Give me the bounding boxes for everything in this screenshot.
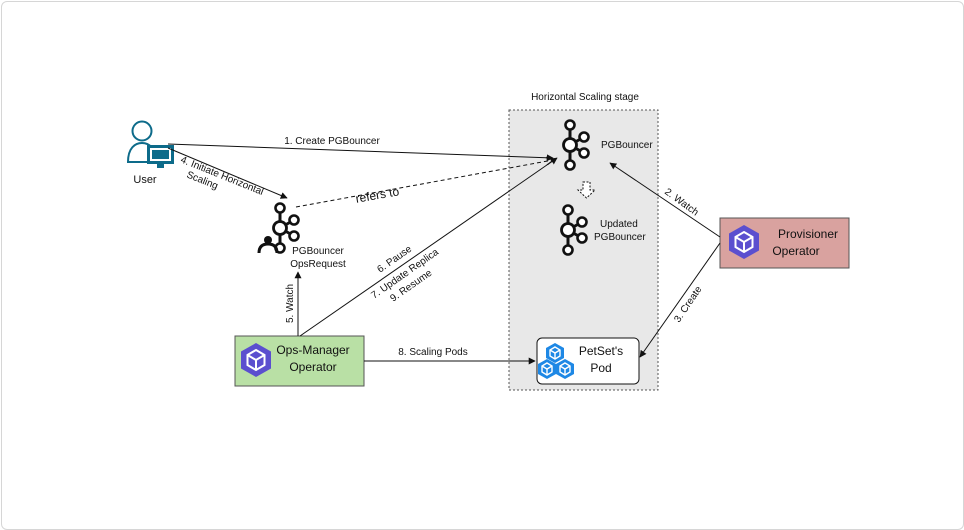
edge-scaling-pods-label: 8. Scaling Pods	[398, 347, 468, 358]
pgbouncer-label: PGBouncer	[601, 140, 653, 151]
petset-pod-label-line1: PetSet's	[579, 344, 623, 358]
user-icon	[126, 120, 174, 168]
opsrequest-label-line1: PGBouncer	[292, 246, 344, 257]
edge-refers-to-label: refers to	[354, 184, 400, 205]
edge-watch-2	[609, 162, 721, 238]
provisioner-label-line1: Provisioner	[778, 227, 838, 241]
ops-manager-label-line1: Ops-Manager	[276, 343, 349, 357]
petset-pod-label-line2: Pod	[590, 361, 611, 375]
edge-create-pgbouncer-label: 1. Create PGBouncer	[284, 136, 380, 147]
edge-watch-5-label: 5. Watch	[285, 284, 296, 323]
edge-refers-to	[295, 160, 553, 208]
edge-update-replica	[299, 157, 558, 337]
edge-create-3	[639, 242, 721, 358]
ops-manager-label-line2: Operator	[289, 360, 336, 374]
updated-pgbouncer-label-line2: PGBouncer	[594, 232, 646, 243]
opsrequest-icon	[257, 202, 300, 254]
user-label: User	[133, 174, 157, 186]
provisioner-label-line2: Operator	[772, 244, 819, 258]
opsrequest-label-line2: OpsRequest	[290, 259, 346, 270]
stage-title: Horizontal Scaling stage	[531, 92, 639, 103]
edge-create-pgbouncer	[167, 143, 554, 162]
update-arrow-icon	[576, 181, 597, 199]
updated-pgbouncer-label-line1: Updated	[600, 219, 638, 230]
edge-initiate-scaling	[167, 147, 288, 199]
